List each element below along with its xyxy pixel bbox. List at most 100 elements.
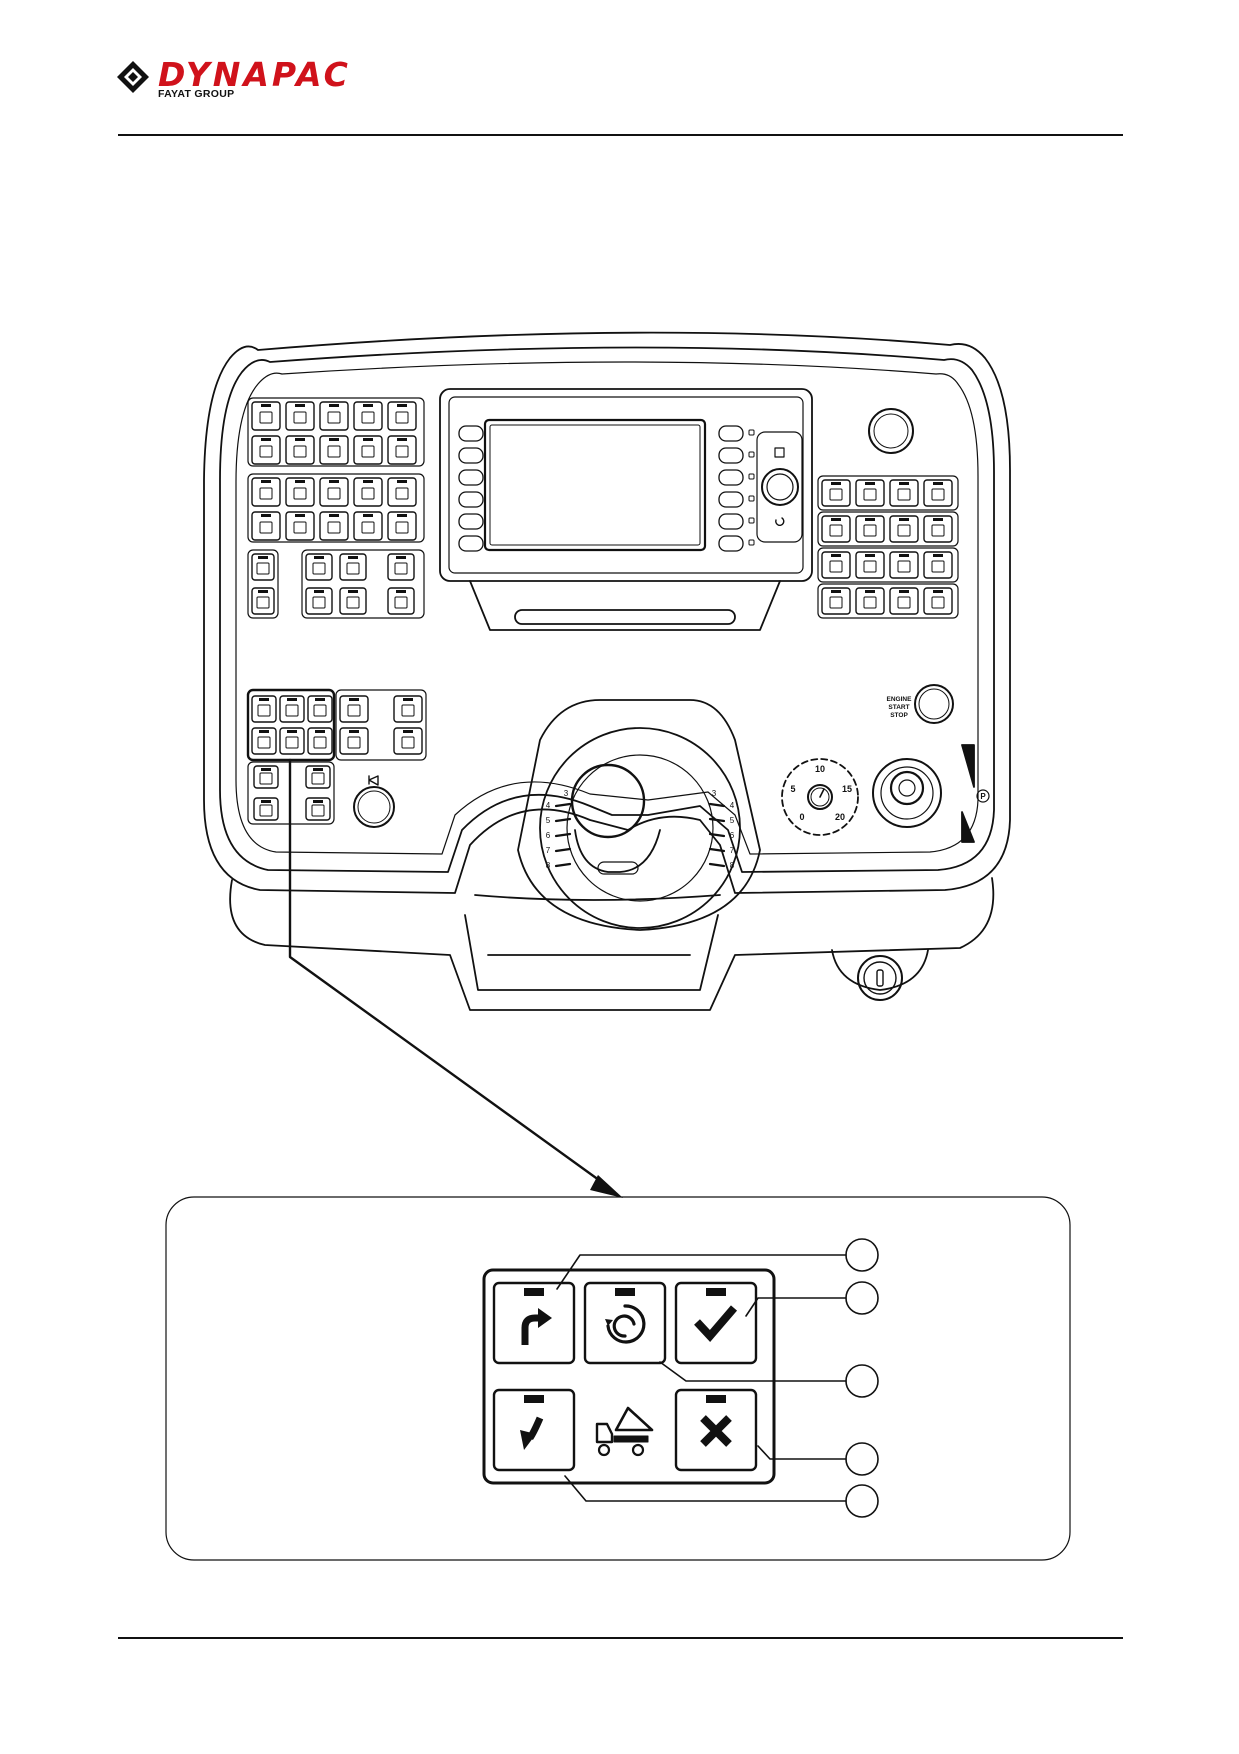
right-key[interactable]	[923, 479, 953, 507]
detail-frame	[165, 1196, 1071, 1561]
scale-label-left: 4	[546, 801, 551, 810]
softkey-left-2[interactable]	[458, 447, 484, 464]
right-key[interactable]	[923, 515, 953, 543]
left-key[interactable]	[251, 553, 275, 581]
detail-key-1[interactable]	[492, 1281, 576, 1365]
left-key[interactable]	[251, 477, 281, 507]
left-key[interactable]	[253, 797, 279, 821]
left-key[interactable]	[251, 727, 277, 755]
softkey-left-3[interactable]	[458, 469, 484, 486]
left-key[interactable]	[387, 553, 415, 581]
left-key[interactable]	[353, 511, 383, 541]
left-key[interactable]	[307, 727, 333, 755]
forward-arrow-icon	[961, 744, 975, 788]
softkey-left-6[interactable]	[458, 535, 484, 552]
left-key[interactable]	[305, 797, 331, 821]
right-key[interactable]	[821, 479, 851, 507]
left-key[interactable]	[279, 695, 305, 723]
right-key[interactable]	[889, 479, 919, 507]
softkey-led	[748, 495, 755, 502]
drive-lever[interactable]	[872, 758, 942, 828]
right-key[interactable]	[923, 587, 953, 615]
softkey-right-2[interactable]	[718, 447, 744, 464]
left-key[interactable]	[319, 511, 349, 541]
ignition-key-switch[interactable]	[831, 949, 929, 1001]
right-key[interactable]	[889, 551, 919, 579]
panel-housing	[203, 331, 1011, 894]
speed-selector-dial[interactable]	[781, 758, 859, 836]
brand-name: DYNAPAC	[158, 55, 351, 94]
reverse-arrow-icon	[961, 811, 975, 843]
left-key[interactable]	[253, 765, 279, 789]
left-key[interactable]	[339, 727, 369, 755]
callouts	[556, 1238, 879, 1518]
left-key[interactable]	[251, 401, 281, 431]
softkey-right-4[interactable]	[718, 491, 744, 508]
right-key[interactable]	[821, 587, 851, 615]
cross-icon	[700, 1415, 732, 1447]
dial-label: 20	[835, 812, 845, 822]
left-key[interactable]	[393, 727, 423, 755]
detail-arrow-icon	[590, 1175, 623, 1198]
left-key[interactable]	[251, 511, 281, 541]
detail-key-3[interactable]	[674, 1281, 758, 1365]
left-key[interactable]	[305, 553, 333, 581]
softkey-left-5[interactable]	[458, 513, 484, 530]
left-key[interactable]	[305, 765, 331, 789]
dial-label: 10	[815, 764, 825, 774]
parking-label: P	[980, 792, 986, 801]
detail-key-4[interactable]	[492, 1388, 576, 1472]
left-key[interactable]	[339, 695, 369, 723]
left-key[interactable]	[285, 401, 315, 431]
left-key[interactable]	[285, 511, 315, 541]
left-key[interactable]	[305, 587, 333, 615]
softkey-right-6[interactable]	[718, 535, 744, 552]
left-key[interactable]	[387, 435, 417, 465]
left-key[interactable]	[285, 435, 315, 465]
right-key[interactable]	[855, 479, 885, 507]
left-key[interactable]	[393, 695, 423, 723]
softkey-right-3[interactable]	[718, 469, 744, 486]
softkey-right-1[interactable]	[718, 425, 744, 442]
left-key[interactable]	[387, 477, 417, 507]
left-key[interactable]	[387, 587, 415, 615]
right-key[interactable]	[855, 587, 885, 615]
softkey-right-5[interactable]	[718, 513, 744, 530]
right-key[interactable]	[855, 515, 885, 543]
left-key[interactable]	[353, 435, 383, 465]
detail-key-6[interactable]	[674, 1388, 758, 1472]
horn-button[interactable]	[353, 786, 395, 828]
right-key[interactable]	[821, 551, 851, 579]
left-key[interactable]	[319, 477, 349, 507]
left-key[interactable]	[339, 587, 367, 615]
detail-key-group	[482, 1268, 776, 1485]
softkey-left-4[interactable]	[458, 491, 484, 508]
scale-label-right: 4	[730, 801, 735, 810]
left-key[interactable]	[251, 587, 275, 615]
engine-start-stop-button[interactable]	[914, 684, 954, 724]
left-key[interactable]	[319, 435, 349, 465]
right-key[interactable]	[923, 551, 953, 579]
left-key[interactable]	[353, 477, 383, 507]
left-key[interactable]	[319, 401, 349, 431]
dial-label: 5	[790, 784, 795, 794]
left-key[interactable]	[285, 477, 315, 507]
right-key[interactable]	[889, 587, 919, 615]
softkey-left-1[interactable]	[458, 425, 484, 442]
left-key[interactable]	[279, 727, 305, 755]
left-key[interactable]	[307, 695, 333, 723]
right-key[interactable]	[855, 551, 885, 579]
left-key[interactable]	[339, 553, 367, 581]
right-key[interactable]	[889, 515, 919, 543]
engine-label-line1: ENGINE	[887, 696, 913, 703]
left-key[interactable]	[251, 695, 277, 723]
scale-top-left: 3	[564, 789, 569, 798]
left-key[interactable]	[387, 401, 417, 431]
left-key[interactable]	[353, 401, 383, 431]
right-key[interactable]	[821, 515, 851, 543]
detail-key-2[interactable]	[583, 1281, 667, 1365]
left-keys	[251, 401, 423, 821]
left-key[interactable]	[387, 511, 417, 541]
left-key[interactable]	[251, 435, 281, 465]
